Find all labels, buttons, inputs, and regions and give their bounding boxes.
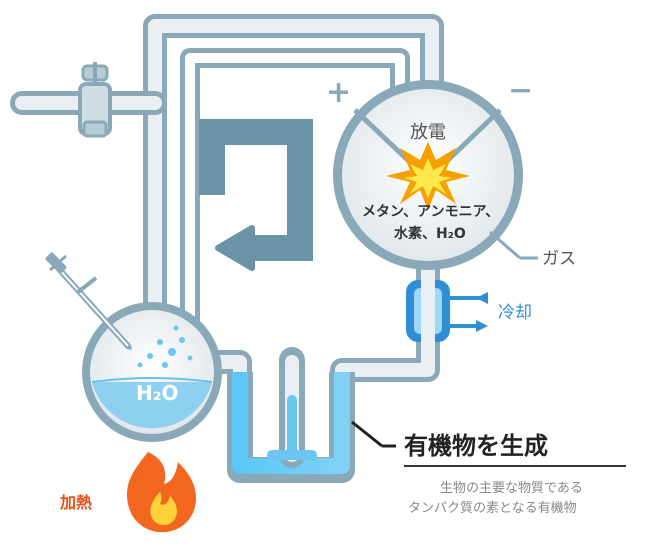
cycle-arrow-icon [199, 119, 313, 271]
water-flask [82, 302, 222, 442]
water-label: H₂O [136, 381, 179, 405]
cooling-jacket [406, 280, 488, 342]
product-leader-line [351, 420, 626, 467]
product-title: 有機物を生成 [404, 432, 548, 460]
product-desc-line1: 生物の主要な物質である [440, 481, 583, 496]
u-trap [227, 347, 355, 483]
plus-sign: + [326, 75, 351, 110]
valve-icon [78, 62, 112, 138]
bubbles [128, 325, 193, 368]
heating-label: 加熱 [59, 493, 92, 512]
thermometer-probe-icon [45, 252, 131, 349]
discharge-label: 放電 [410, 122, 446, 143]
minus-sign: − [508, 73, 533, 108]
cooling-label: 冷却 [498, 303, 532, 323]
gas-label: ガス [542, 249, 576, 269]
flame-icon [126, 452, 196, 533]
spark-icon [386, 142, 470, 210]
negative-electrode [441, 108, 502, 167]
product-desc-line2: タンパク質の素となる有機物 [408, 501, 577, 516]
gas-mix-label-line1: メタン、アンモニア、 [362, 204, 499, 220]
gas-mix-label-line2: 水素、H₂O [394, 225, 466, 242]
positive-electrode [353, 108, 415, 167]
